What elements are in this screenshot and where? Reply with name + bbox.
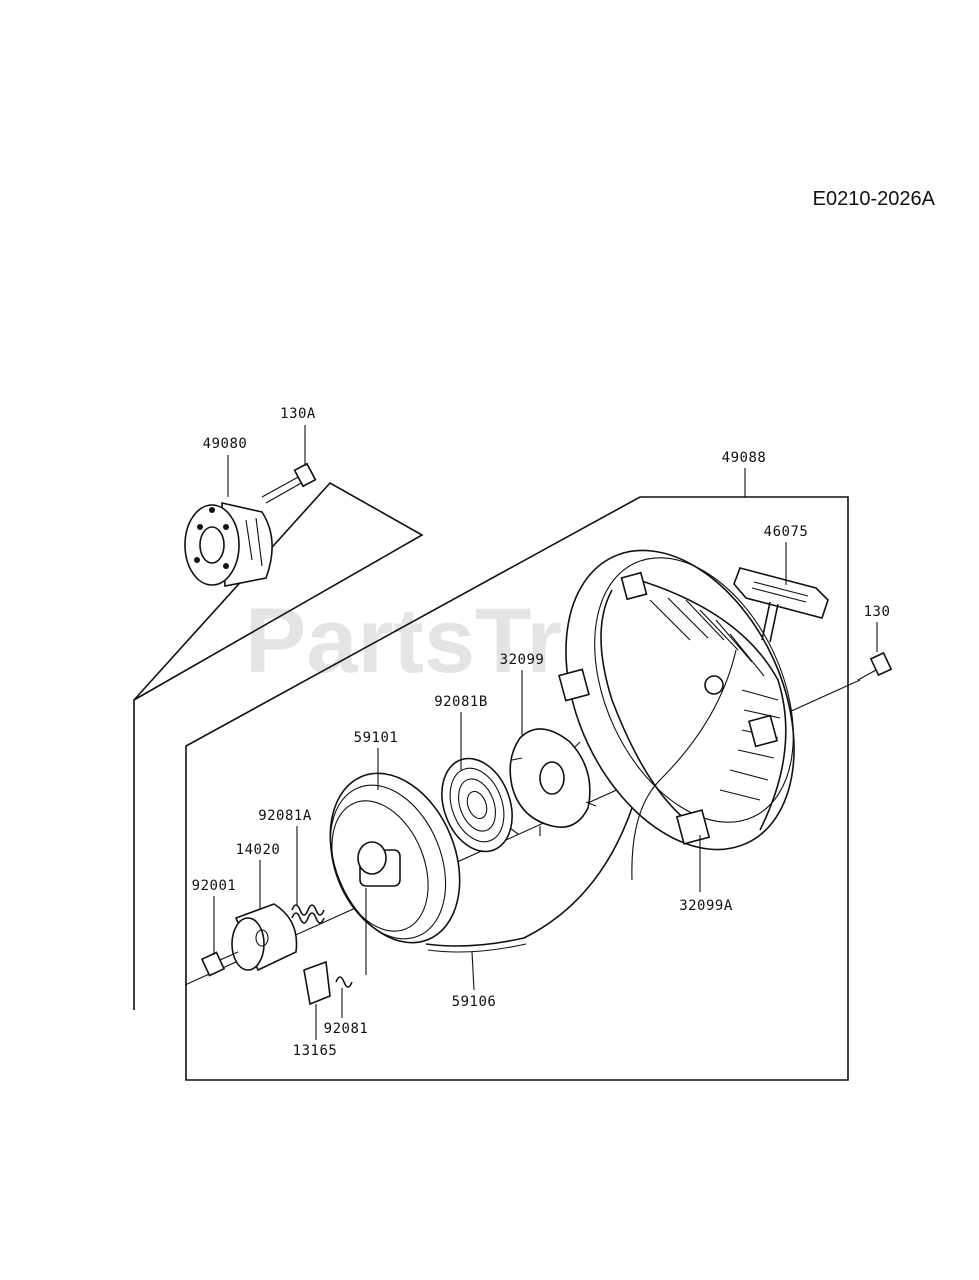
label-92001[interactable]: 92001 (192, 878, 237, 894)
rope-59106 (425, 807, 633, 947)
leader-lines (213, 425, 878, 1040)
label-92081[interactable]: 92081 (324, 1021, 369, 1037)
label-92081B[interactable]: 92081B (434, 694, 488, 710)
guide-14020 (231, 903, 298, 972)
label-59101[interactable]: 59101 (354, 730, 399, 746)
label-46075[interactable]: 46075 (764, 524, 809, 540)
label-130A[interactable]: 130A (280, 406, 316, 422)
starter-case-49088 (558, 549, 795, 881)
hub-49080 (184, 501, 273, 587)
bolt-130A (261, 462, 317, 504)
ratchet-32099 (509, 728, 597, 836)
pawl-13165 (303, 960, 331, 1006)
label-130[interactable]: 130 (864, 604, 891, 620)
label-59106[interactable]: 59106 (452, 994, 497, 1010)
label-92081A[interactable]: 92081A (258, 808, 312, 824)
label-49088[interactable]: 49088 (722, 450, 767, 466)
label-49080[interactable]: 49080 (203, 436, 248, 452)
reel-59101 (329, 772, 461, 944)
handle-46075 (733, 567, 829, 643)
label-32099A[interactable]: 32099A (679, 898, 733, 914)
assembly-frame (133, 481, 849, 1081)
spring-92081A (291, 904, 325, 924)
label-14020[interactable]: 14020 (236, 842, 281, 858)
spring-92081 (335, 976, 353, 988)
label-13165[interactable]: 13165 (293, 1043, 338, 1059)
bolt-130 (857, 651, 893, 681)
label-32099[interactable]: 32099 (500, 652, 545, 668)
bolt-92001 (200, 951, 239, 977)
diagram-code: E0210-2026A (813, 188, 936, 210)
part-labels: 130A 49080 49088 46075 130 32099 92081B … (192, 406, 891, 1059)
